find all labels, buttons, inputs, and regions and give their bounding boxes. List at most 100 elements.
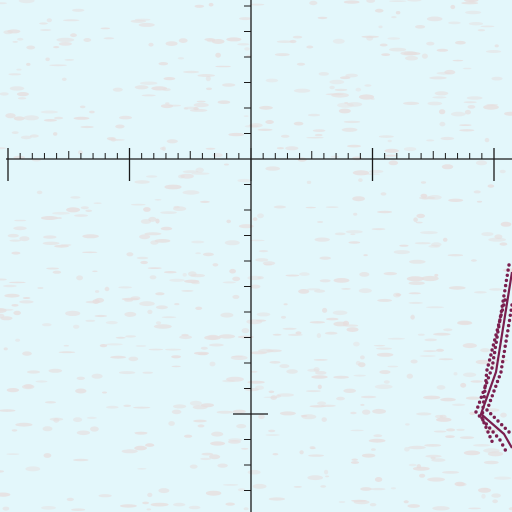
texture-fleck bbox=[45, 57, 50, 62]
curve-dot bbox=[492, 415, 496, 419]
texture-fleck bbox=[54, 244, 69, 248]
texture-fleck bbox=[350, 429, 364, 432]
texture-fleck bbox=[72, 8, 85, 12]
texture-fleck bbox=[171, 409, 182, 415]
texture-fleck bbox=[90, 426, 99, 432]
texture-fleck bbox=[337, 102, 354, 108]
texture-fleck bbox=[258, 414, 265, 420]
texture-fleck bbox=[197, 424, 205, 428]
curve-dot bbox=[492, 356, 496, 360]
texture-fleck bbox=[293, 121, 304, 126]
texture-fleck bbox=[352, 196, 365, 202]
texture-fleck bbox=[71, 508, 86, 512]
texture-fleck bbox=[222, 281, 236, 284]
texture-fleck bbox=[341, 127, 358, 132]
texture-fleck bbox=[319, 256, 332, 260]
curve-dot bbox=[506, 329, 510, 333]
texture-fleck bbox=[403, 101, 420, 105]
texture-fleck bbox=[128, 356, 139, 362]
texture-fleck bbox=[142, 501, 150, 505]
texture-fleck bbox=[508, 507, 512, 511]
texture-fleck bbox=[379, 43, 388, 47]
texture-fleck bbox=[399, 244, 409, 247]
texture-fleck bbox=[49, 417, 64, 421]
texture-fleck bbox=[153, 324, 172, 329]
texture-fleck bbox=[155, 305, 168, 310]
texture-fleck bbox=[343, 0, 360, 4]
texture-fleck bbox=[265, 78, 279, 83]
texture-fleck bbox=[142, 371, 153, 374]
texture-fleck bbox=[82, 234, 99, 239]
texture-fleck bbox=[361, 35, 380, 38]
texture-fleck bbox=[265, 434, 280, 436]
texture-fleck bbox=[177, 57, 185, 60]
texture-fleck bbox=[439, 121, 446, 127]
texture-fleck bbox=[474, 291, 487, 294]
texture-fleck bbox=[158, 488, 170, 494]
texture-fleck bbox=[184, 434, 193, 438]
texture-fleck bbox=[42, 241, 60, 245]
curve-dot bbox=[503, 344, 507, 348]
texture-fleck bbox=[417, 333, 425, 336]
texture-fleck bbox=[4, 293, 20, 298]
texture-fleck bbox=[135, 345, 147, 347]
texture-fleck bbox=[0, 2, 7, 5]
texture-fleck bbox=[423, 350, 437, 353]
curve-dot bbox=[482, 395, 486, 399]
texture-fleck bbox=[440, 136, 455, 141]
curve-dot bbox=[491, 343, 496, 347]
texture-fleck bbox=[13, 116, 25, 121]
texture-fleck bbox=[319, 279, 331, 283]
texture-fleck bbox=[99, 344, 108, 348]
texture-fleck bbox=[268, 390, 275, 394]
texture-fleck bbox=[274, 53, 290, 57]
axes bbox=[6, 0, 512, 512]
texture-fleck bbox=[43, 119, 57, 122]
curve-dot bbox=[499, 370, 503, 374]
texture-fleck bbox=[198, 352, 208, 356]
texture-fleck bbox=[154, 199, 162, 201]
y-axis-ticks bbox=[233, 5, 268, 491]
texture-fleck bbox=[350, 461, 360, 464]
texture-fleck bbox=[436, 385, 446, 390]
texture-fleck bbox=[205, 147, 216, 150]
texture-fleck bbox=[141, 94, 156, 97]
texture-fleck bbox=[279, 411, 296, 416]
texture-fleck bbox=[124, 311, 137, 317]
texture-fleck bbox=[436, 417, 452, 422]
curve-dot bbox=[485, 368, 489, 372]
texture-fleck bbox=[106, 405, 119, 409]
texture-fleck bbox=[6, 388, 20, 393]
curve-dot bbox=[486, 430, 490, 434]
texture-fleck bbox=[93, 202, 102, 204]
texture-fleck bbox=[247, 469, 261, 475]
texture-fleck bbox=[228, 132, 245, 137]
texture-fleck bbox=[330, 155, 339, 158]
texture-fleck bbox=[467, 105, 476, 109]
texture-fleck bbox=[301, 414, 317, 420]
texture-fleck bbox=[160, 211, 178, 215]
curve-dot bbox=[495, 328, 499, 332]
texture-fleck bbox=[427, 101, 443, 106]
texture-fleck bbox=[224, 240, 240, 246]
texture-fleck bbox=[389, 47, 407, 52]
texture-fleck bbox=[146, 508, 152, 511]
texture-fleck bbox=[321, 417, 327, 422]
texture-fleck bbox=[310, 447, 316, 449]
curve-dot bbox=[492, 389, 496, 393]
texture-fleck bbox=[195, 306, 203, 310]
texture-fleck bbox=[333, 375, 349, 379]
texture-fleck bbox=[358, 288, 372, 294]
texture-fleck bbox=[484, 137, 490, 143]
curve-line bbox=[479, 271, 512, 449]
texture-fleck bbox=[376, 347, 393, 350]
texture-fleck bbox=[408, 292, 421, 295]
texture-fleck bbox=[488, 237, 506, 242]
texture-fleck bbox=[363, 254, 368, 257]
texture-fleck bbox=[339, 76, 351, 80]
texture-fleck bbox=[85, 300, 101, 304]
texture-fleck bbox=[178, 38, 188, 43]
curve-dot bbox=[474, 410, 478, 414]
texture-fleck bbox=[348, 241, 361, 244]
